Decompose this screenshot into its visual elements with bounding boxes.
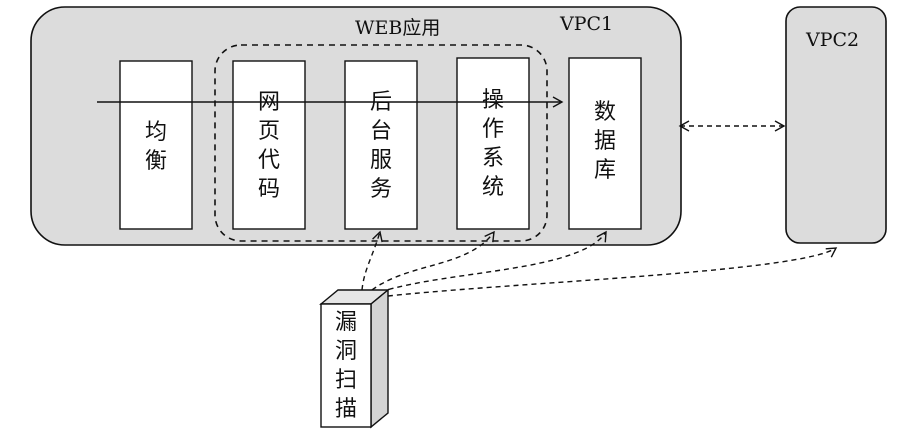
vpc2-container bbox=[785, 6, 887, 244]
vpc1-label: VPC1 bbox=[560, 13, 614, 35]
os-box bbox=[456, 57, 530, 230]
balance-label: 均 衡 bbox=[144, 120, 167, 174]
backend-box bbox=[344, 60, 418, 230]
web-code-label: 网 页 代 码 bbox=[257, 90, 280, 202]
backend-label: 后 台 服 务 bbox=[369, 90, 392, 202]
scanner-side-face bbox=[370, 288, 389, 429]
scan-arrow-backend bbox=[361, 230, 383, 291]
vpc2-label: VPC2 bbox=[806, 29, 860, 51]
database-box bbox=[568, 57, 642, 230]
scan-arrow-database bbox=[379, 230, 607, 293]
scanner-label: 漏 洞 扫 描 bbox=[334, 310, 357, 422]
balance-box bbox=[119, 60, 193, 230]
scanner-device bbox=[319, 288, 390, 429]
web-app-label: WEB应用 bbox=[355, 17, 441, 39]
web-code-box bbox=[232, 60, 306, 230]
os-label: 操 作 系 统 bbox=[481, 88, 504, 200]
database-label: 数 据 库 bbox=[593, 100, 616, 183]
scan-arrow-vpc2 bbox=[387, 247, 838, 297]
scanner-front-face bbox=[320, 303, 372, 428]
